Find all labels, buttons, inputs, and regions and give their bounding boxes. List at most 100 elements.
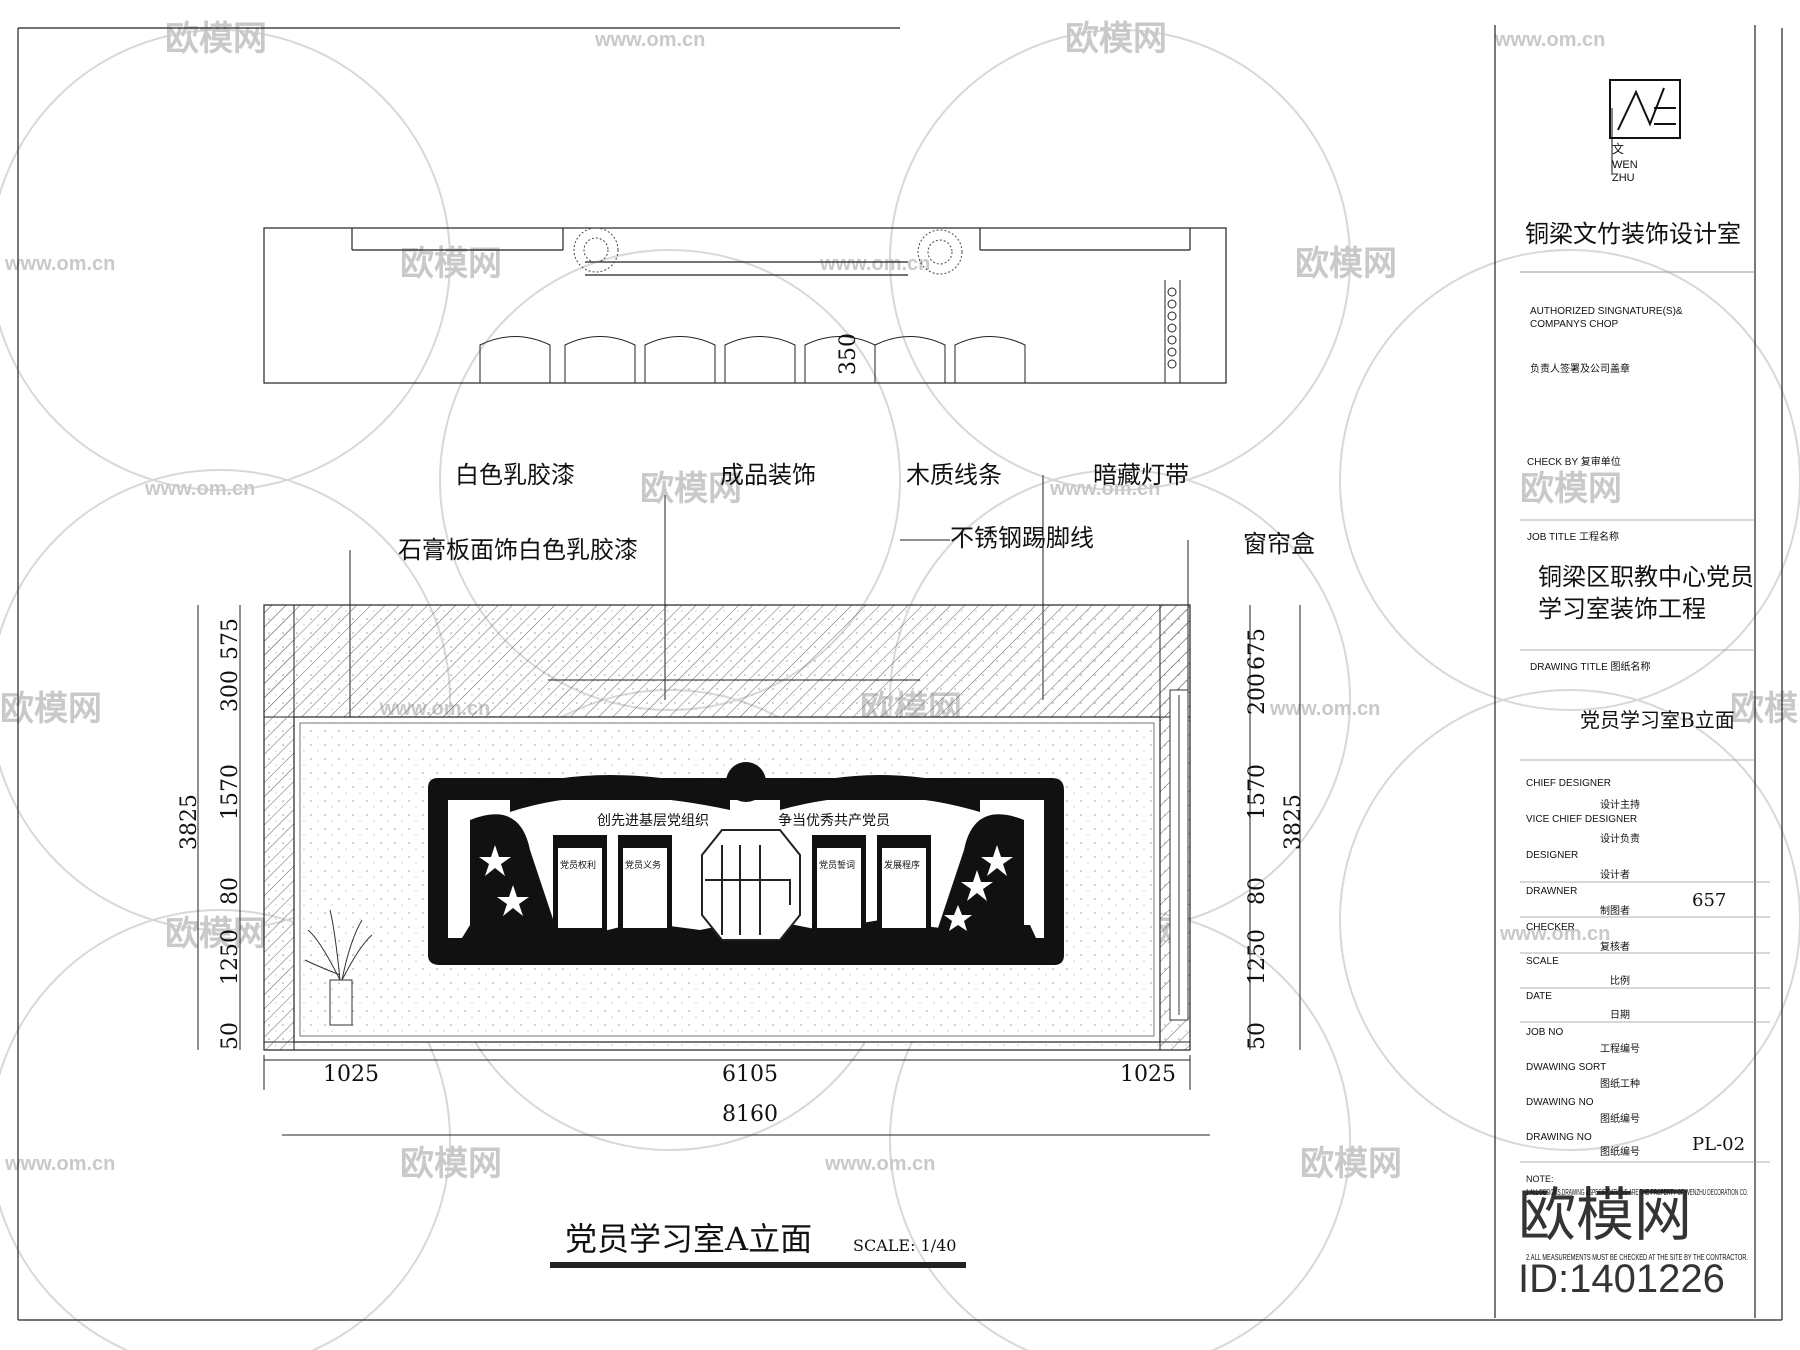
row-value-drawner: 657 (1692, 890, 1726, 911)
job-title-label: JOB TITLE 工程名称 (1527, 530, 1619, 543)
dim-left: 50 (218, 1022, 243, 1050)
row-label: CHECKER (1526, 922, 1575, 933)
check-by-label: CHECK BY 复审单位 (1527, 455, 1621, 468)
drawing-caption-scale: SCALE: 1/40 (853, 1236, 956, 1255)
watermark-brand: 欧模网 (165, 915, 267, 953)
row-label: JOB NO (1526, 1027, 1563, 1038)
watermark-site: www.om.cn (594, 29, 705, 51)
dim-right: 80 (1245, 877, 1270, 905)
row-cn: 工程编号 (1600, 1042, 1640, 1055)
left-dimensions: 575 300 1570 80 1250 50 3825 (177, 605, 243, 1050)
row-label: DRAWNER (1526, 886, 1577, 897)
studio-logo (1609, 79, 1681, 175)
watermark-brand: 欧模网 (1730, 690, 1800, 728)
signature-label-2: COMPANYS CHOP (1530, 319, 1618, 330)
title-block-notes: NOTE: 1.ALL DESIGNS,DRAWING &SPECIFICATI… (1526, 1174, 1748, 1262)
watermark-brand: 欧模网 (400, 245, 502, 283)
dim-bottom-total: 8160 (722, 1102, 778, 1127)
row-label: DWAWING NO (1526, 1097, 1594, 1108)
watermark-pattern (0, 29, 1800, 1350)
dim-right: 1570 (1245, 764, 1270, 820)
dim-left: 1570 (218, 764, 243, 820)
panel-right-slogan: 争当优秀共产党员 (778, 813, 890, 829)
dim-bottom: 6105 (722, 1062, 778, 1087)
row-cn: 图纸工种 (1600, 1077, 1640, 1090)
dim-right: 675 (1245, 628, 1270, 670)
callouts: 白色乳胶漆 成品装饰 木质线条 暗藏灯带 石膏板面饰白色乳胶漆 不锈钢踢脚线 窗… (398, 461, 1315, 564)
party-wall-panel: 创先进基层党组织 争当优秀共产党员 党员权利 党员义务 党员誓词 发展程序 (428, 762, 1064, 965)
watermark-brand-large: 欧模网 (1518, 1181, 1692, 1249)
dim-bottom: 1025 (323, 1062, 379, 1087)
dim-left: 300 (218, 670, 243, 712)
note-2: 2.ALL MEASUREMENTS MUST BE CHECKED AT TH… (1526, 1253, 1748, 1262)
bottom-dimensions: 1025 6105 1025 8160 (263, 1055, 1210, 1136)
studio-name: 铜梁文竹装饰设计室 (1525, 220, 1741, 248)
dim-bottom: 1025 (1120, 1062, 1176, 1087)
watermark-brand: 欧模网 (0, 690, 102, 728)
board-label: 党员誓词 (819, 859, 855, 871)
row-value-drawing-no: PL-02 (1692, 1134, 1745, 1155)
watermark-site: www.om.cn (1049, 478, 1160, 500)
dim-right: 1250 (1245, 929, 1270, 985)
plan-view (263, 227, 1227, 384)
row-label: DWAWING SORT (1526, 1062, 1606, 1073)
signature-label: AUTHORIZED SINGNATURE(S)& (1530, 306, 1683, 317)
row-cn: 制图者 (1600, 904, 1630, 917)
logo-en-2: ZHU (1612, 172, 1635, 184)
dim-right: 200 (1245, 673, 1270, 715)
chair-row (479, 336, 1026, 383)
row-cn: 图纸编号 (1600, 1112, 1640, 1125)
row-cn: 复核者 (1600, 940, 1630, 953)
drawing-caption-title: 党员学习室A立面 (565, 1220, 812, 1258)
watermark-brand: 欧模网 (165, 20, 267, 58)
dim-right-total: 3825 (1281, 794, 1306, 850)
watermark-brand: 欧模网 (1065, 20, 1167, 58)
watermark-site: www.om.cn (819, 253, 930, 275)
watermark-site: www.om.cn (4, 253, 115, 275)
watermark-brand: 欧模网 (1295, 245, 1397, 283)
callout-curtain-box: 窗帘盒 (1243, 530, 1315, 558)
plant-icon (917, 229, 963, 275)
dim-left: 575 (218, 618, 243, 660)
panel-left-slogan: 创先进基层党组织 (597, 812, 709, 829)
watermark-site: www.om.cn (4, 1153, 115, 1175)
row-label: VICE CHIEF DESIGNER (1526, 814, 1637, 825)
callout-white-latex-paint: 白色乳胶漆 (455, 461, 575, 489)
drawing-caption: 党员学习室A立面 SCALE: 1/40 (550, 1220, 966, 1268)
dim-left: 80 (218, 877, 243, 905)
plan-dimension: 350 (836, 333, 861, 375)
callout-hidden-light-strip: 暗藏灯带 (1093, 461, 1189, 489)
note-label: NOTE: (1526, 1174, 1554, 1184)
row-cn: 日期 (1610, 1009, 1630, 1021)
watermark-site: www.om.cn (824, 1153, 935, 1175)
board-label: 党员义务 (625, 859, 661, 871)
callout-steel-skirting: 不锈钢踢脚线 (950, 524, 1094, 552)
board-label: 发展程序 (884, 859, 920, 871)
job-title-line2: 学习室装饰工程 (1538, 595, 1706, 623)
callout-finished-decor: 成品装饰 (720, 461, 816, 489)
potted-plant-icon (304, 909, 373, 1026)
dim-left-total: 3825 (177, 794, 202, 850)
board-label: 党员权利 (560, 859, 596, 871)
row-label: DATE (1526, 991, 1552, 1002)
row-label: SCALE (1526, 956, 1559, 967)
title-block: 文 WEN ZHU 铜梁文竹装饰设计室 AUTHORIZED SINGNATUR… (1494, 25, 1770, 1318)
watermark-brand: 欧模网 (1300, 1145, 1402, 1183)
row-cn: 设计负责 (1600, 832, 1640, 845)
watermark-site: www.om.cn (144, 478, 255, 500)
watermark-texts: 欧模网 www.om.cn 欧模网 www.om.cn www.om.cn 欧模… (0, 20, 1800, 1183)
row-cn: 比例 (1610, 974, 1630, 987)
watermark-site: www.om.cn (1499, 923, 1610, 945)
row-cn: 设计者 (1600, 868, 1630, 881)
row-cn: 图纸编号 (1600, 1145, 1640, 1158)
right-dimensions: 675 200 1570 80 1250 50 3825 (1245, 605, 1306, 1050)
logo-en-1: WEN (1612, 159, 1638, 171)
sheet-border (17, 27, 1783, 1321)
job-title-line1: 铜梁区职教中心党员 (1538, 563, 1754, 591)
watermark-site: www.om.cn (1269, 698, 1380, 720)
row-cn: 设计主持 (1600, 798, 1640, 811)
callout-wood-strip: 木质线条 (906, 461, 1002, 489)
row-label: CHIEF DESIGNER (1526, 778, 1611, 789)
drawing-title-label: DRAWING TITLE 图纸名称 (1530, 660, 1651, 673)
